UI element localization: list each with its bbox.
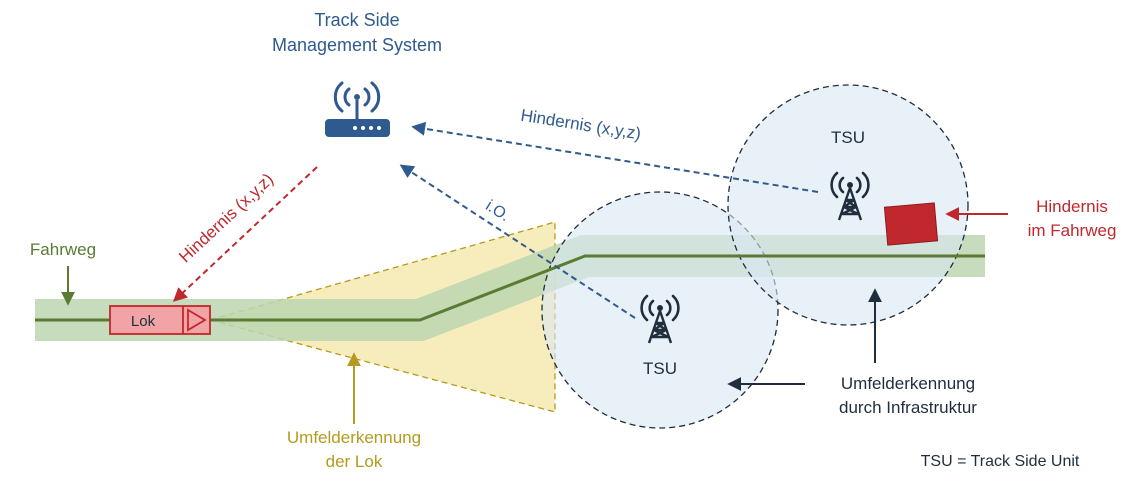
tsu-left-label: TSU xyxy=(643,359,677,378)
management-title-line2: Management System xyxy=(272,35,442,55)
hindernis-label-line1: Hindernis xyxy=(1036,197,1108,216)
lok: Lok xyxy=(109,305,211,335)
radio-tower-icon xyxy=(830,171,870,221)
obstacle xyxy=(883,202,939,246)
legend: TSU = Track Side Unit xyxy=(921,453,1080,470)
hindernis-label-line2: im Fahrweg xyxy=(1028,221,1117,240)
infra-sensing-label-line2: durch Infrastruktur xyxy=(839,398,977,417)
lok-body xyxy=(109,305,211,335)
obstacle-message-label: Hindernis (x,y,z) xyxy=(519,106,642,144)
ok-message-arrow xyxy=(399,164,636,319)
wifi-router-icon xyxy=(325,81,390,137)
obstacle-message-arrow xyxy=(411,121,819,193)
lok-direction-icon xyxy=(187,308,207,332)
fahrweg-label: Fahrweg xyxy=(30,240,96,259)
radio-tower-icon xyxy=(640,294,680,344)
tsu-right-label: TSU xyxy=(831,128,865,147)
obstacle-to-lok-arrow xyxy=(172,166,318,302)
management-title-line1: Track Side xyxy=(314,10,399,30)
lok-sensing-label-line1: Umfelderkennung xyxy=(287,428,421,447)
lok-label: Lok xyxy=(131,313,156,330)
lok-sensing-label-line2: der Lok xyxy=(326,452,383,471)
track-line xyxy=(35,254,985,322)
ok-message-label: i.O. xyxy=(482,197,512,225)
infra-sensing-label-line1: Umfelderkennung xyxy=(841,374,975,393)
